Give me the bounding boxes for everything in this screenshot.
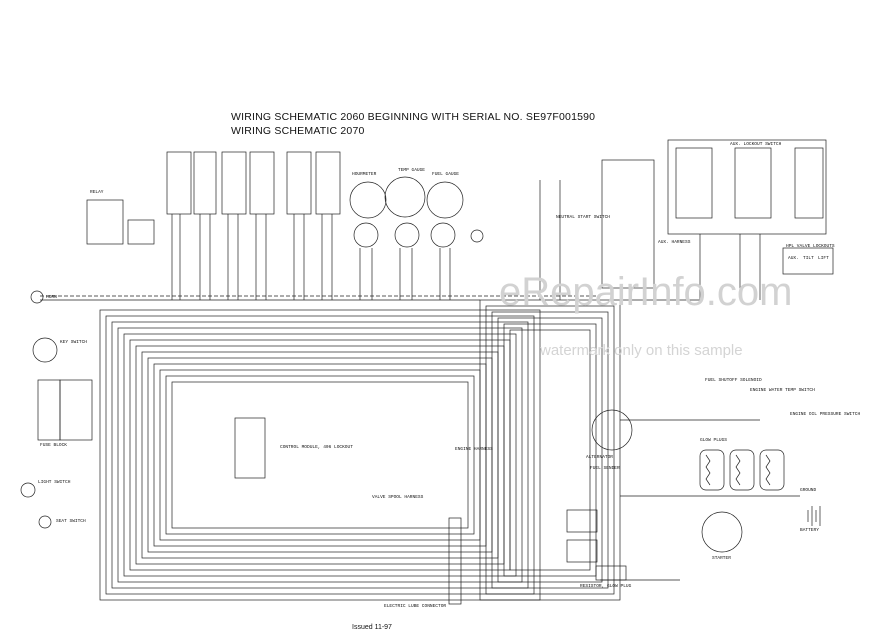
switch-module-4 bbox=[249, 151, 275, 215]
aux-harness-label: AUX. HARNESS bbox=[658, 240, 691, 245]
glow-plug-resistor-label: RESISTOR, GLOW PLUG bbox=[580, 584, 632, 589]
panel-bundle bbox=[171, 214, 451, 300]
valve-tilt-label: TILT bbox=[803, 256, 814, 261]
fuel-sender-label: FUEL SENDER bbox=[590, 466, 620, 471]
schematic-title-line-1: WIRING SCHEMATIC 2060 BEGINNING WITH SER… bbox=[231, 111, 596, 123]
horn-label: HORN bbox=[46, 295, 57, 300]
aux-module-1 bbox=[675, 147, 713, 219]
gauge-small-3 bbox=[430, 222, 456, 248]
watermark-site: eRepairInfo.com bbox=[499, 270, 793, 314]
glow-plug-resistor-box bbox=[595, 565, 627, 581]
ground-label: GROUND bbox=[800, 488, 817, 493]
switch-module-3 bbox=[221, 151, 247, 215]
valve-spool-harness-label: VALVE SPOOL HARNESS bbox=[372, 495, 424, 500]
battery-symbol bbox=[807, 506, 821, 526]
glow-plug-coils bbox=[699, 449, 785, 491]
alternator-label: ALTERNATOR bbox=[586, 455, 614, 460]
seat-switch-circle bbox=[38, 515, 52, 529]
starter-circle bbox=[701, 511, 743, 553]
switch-module-2 bbox=[193, 151, 217, 215]
hourmeter-gauge bbox=[349, 181, 387, 219]
relay-bottom-1 bbox=[566, 509, 598, 533]
key-switch-label: KEY SWITCH bbox=[60, 340, 88, 345]
aux-lockout-switch-label: AUX. LOCKOUT SWITCH bbox=[730, 142, 782, 147]
fuse-block-right bbox=[59, 379, 93, 441]
fuse-block-left bbox=[37, 379, 61, 441]
seat-switch-label: SEAT SWITCH bbox=[56, 519, 86, 524]
electric-lube-connector bbox=[448, 517, 462, 605]
watermark-note: watermark only on this sample bbox=[540, 342, 743, 359]
control-module-label: CONTROL MODULE, 406 LOCKOUT bbox=[280, 445, 353, 450]
main-harness-loops bbox=[99, 309, 541, 601]
valve-aux-label: AUX. bbox=[788, 256, 799, 261]
fuse-block-label: FUSE BLOCK bbox=[40, 443, 68, 448]
relay-bottom-2 bbox=[566, 539, 598, 563]
relay-label: RELAY bbox=[90, 190, 104, 195]
light-switch-circle bbox=[20, 482, 36, 498]
control-module bbox=[234, 417, 266, 479]
switch-module-1 bbox=[166, 151, 192, 215]
schematic-title-line-2: WIRING SCHEMATIC 2070 bbox=[231, 125, 365, 137]
engine-water-temp-switch-label: ENGINE WATER TEMP SWITCH bbox=[750, 388, 815, 393]
switch-module-5 bbox=[286, 151, 312, 215]
key-switch-circle bbox=[32, 337, 58, 363]
speed-gauge bbox=[384, 176, 426, 218]
gauge-small-1 bbox=[353, 222, 379, 248]
engine-harness-label: ENGINE HARNESS bbox=[455, 447, 493, 452]
battery-label: BATTERY bbox=[800, 528, 819, 533]
switch-module-6 bbox=[315, 151, 341, 215]
switch-box-center bbox=[601, 159, 655, 289]
valve-lift-label: LIFT bbox=[818, 256, 829, 261]
engine-oil-pressure-switch-label: ENGINE OIL PRESSURE SWITCH bbox=[790, 412, 861, 417]
light-switch-label: LIGHT SWITCH bbox=[38, 480, 71, 485]
gauge-small-4 bbox=[470, 229, 484, 243]
alternator-circle bbox=[591, 409, 633, 451]
hpl-valve-lockouts-label: HPL VALVE LOCKOUTS bbox=[786, 244, 835, 249]
issued-date: Issued 11-97 bbox=[352, 624, 392, 631]
valve-lockouts-box bbox=[782, 247, 834, 275]
horn-circle bbox=[30, 290, 44, 304]
aux-module-2 bbox=[734, 147, 772, 219]
hourmeter-label: HOURMETER bbox=[352, 172, 377, 177]
fuel-shutoff-solenoid-label: FUEL SHUTOFF SOLENOID bbox=[705, 378, 762, 383]
relay-box-left bbox=[86, 199, 124, 245]
aux-lockout-switch-box bbox=[667, 139, 827, 235]
electric-lube-connector-label: ELECTRIC LUBE CONNECTOR bbox=[384, 604, 447, 609]
neutral-switch-label: NEUTRAL START SWITCH bbox=[556, 215, 611, 220]
fuel-gauge bbox=[426, 181, 464, 219]
starter-label: STARTER bbox=[712, 556, 731, 561]
gauge-small-2 bbox=[394, 222, 420, 248]
fuel-gauge-label: FUEL GAUGE bbox=[432, 172, 460, 177]
glow-plugs-label: GLOW PLUGS bbox=[700, 438, 728, 443]
relay-box-right bbox=[127, 219, 155, 245]
aux-module-3 bbox=[794, 147, 824, 219]
temp-gauge-label: TEMP GAUGE bbox=[398, 168, 426, 173]
